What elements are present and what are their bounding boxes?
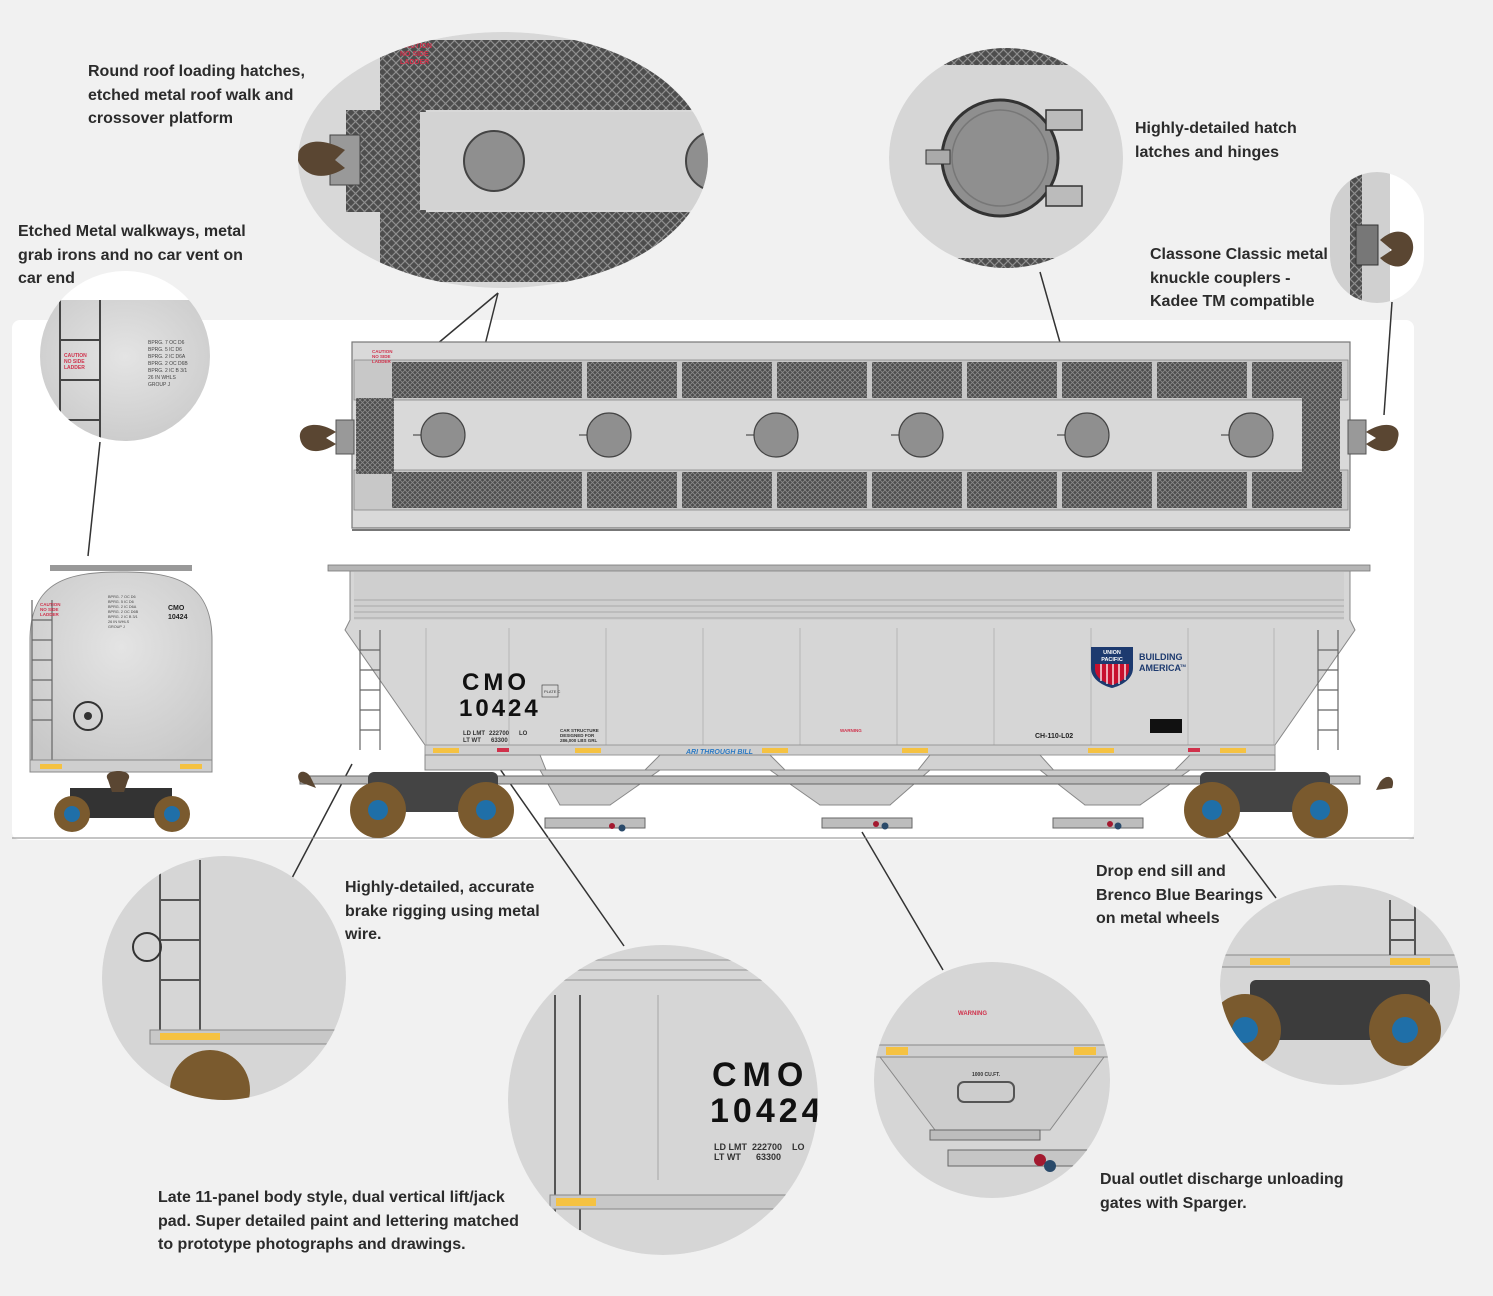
ld-lmt-value: 222700: [489, 731, 510, 737]
roof-coupler-b: [1366, 424, 1399, 452]
svg-text:BPRG. 2 IC D6A: BPRG. 2 IC D6A: [148, 354, 186, 360]
callout-body-style: Late 11-panel body style, dual vertical …: [158, 1189, 519, 1253]
svg-text:10424: 10424: [168, 614, 188, 621]
car-number: 10424: [459, 695, 541, 722]
svg-text:LO: LO: [792, 1142, 805, 1152]
svg-text:NO SIDE: NO SIDE: [40, 607, 59, 612]
svg-text:GROUP J: GROUP J: [108, 625, 125, 629]
svg-text:BPRG. 2 OC D6B: BPRG. 2 OC D6B: [148, 361, 188, 367]
svg-text:BPRG. 2 IC B 3/1: BPRG. 2 IC B 3/1: [108, 615, 138, 619]
brake-wheel: [73, 701, 103, 731]
up-logo: UNION PACIFIC BUILDING AMERICA TM: [1091, 647, 1186, 688]
callout-couplers: Classone Classic metal knuckle couplers …: [1150, 246, 1328, 310]
callout-hatch-latches: Highly-detailed hatch latches and hinges: [1135, 120, 1297, 161]
svg-text:10424: 10424: [710, 1092, 825, 1130]
reporting-mark: CMO: [462, 669, 530, 696]
roof-caution-stencil: CAUTION NO SIDE LADDER: [372, 349, 393, 364]
svg-text:CAUTION: CAUTION: [400, 43, 432, 50]
svg-text:286,000 LBS GRL: 286,000 LBS GRL: [560, 738, 598, 743]
svg-text:NO SIDE: NO SIDE: [64, 359, 85, 365]
svg-text:LT WT: LT WT: [714, 1152, 741, 1162]
crossover-platform-b: [1302, 398, 1340, 474]
inset-roof-hatches: CAUTION NO SIDE LADDER: [298, 32, 708, 288]
svg-text:26 IN WHLS: 26 IN WHLS: [148, 375, 176, 381]
svg-text:BPRG. 7 OC D6: BPRG. 7 OC D6: [148, 340, 185, 346]
leader-walkway: [87, 441, 101, 557]
svg-text:BUILDING: BUILDING: [1139, 652, 1183, 662]
inset-couplers: [1330, 172, 1424, 303]
svg-text:BPRG. 7 OC D6: BPRG. 7 OC D6: [108, 595, 136, 599]
svg-text:BPRG. 5 IC D6: BPRG. 5 IC D6: [148, 347, 182, 353]
roof-view: CAUTION NO SIDE LADDER: [299, 341, 1399, 531]
svg-text:PACIFIC: PACIFIC: [1101, 657, 1123, 663]
svg-text:63300: 63300: [756, 1152, 781, 1162]
plate-label: PLATE C: [544, 689, 560, 694]
end-view: CAUTION NO SIDE LADDER BPRG. 7 OC D6 BPR…: [29, 565, 213, 832]
yellow-reflective-stripes: [433, 748, 1246, 753]
roof-walk-bottom: [392, 472, 1342, 508]
callout-drop-end-sill: Drop end sill and Brenco Blue Bearings o…: [1096, 863, 1264, 927]
svg-text:GROUP J: GROUP J: [148, 382, 171, 388]
svg-text:TM: TM: [1180, 663, 1186, 668]
side-ladders: [359, 630, 1339, 750]
svg-text:LADDER: LADDER: [64, 365, 85, 371]
svg-text:BPRG. 2 IC D6A: BPRG. 2 IC D6A: [108, 605, 137, 609]
svg-text:LADDER: LADDER: [400, 59, 429, 66]
crossover-platform-a: [356, 398, 394, 474]
svg-text:LADDER: LADDER: [372, 359, 391, 364]
svg-text:BPRG. 2 OC D6B: BPRG. 2 OC D6B: [108, 610, 139, 614]
warning-label: WARNING: [840, 728, 862, 733]
ld-lmt-label: LD LMT: [463, 731, 485, 737]
svg-text:WARNING: WARNING: [958, 1011, 987, 1017]
trucks: [350, 772, 1348, 838]
svg-text:CAUTION: CAUTION: [372, 349, 393, 354]
svg-text:1000 CU.FT.: 1000 CU.FT.: [972, 1072, 1001, 1078]
roof-hatches: [420, 412, 1274, 458]
svg-text:CAR STRUCTURE: CAR STRUCTURE: [560, 728, 599, 733]
svg-text:26 IN WHLS: 26 IN WHLS: [108, 620, 130, 624]
inset-outlet-gates: WARNING 1000 CU.FT.: [874, 962, 1110, 1198]
inset-hatch-latches: [889, 48, 1123, 268]
lt-wt-label: LT WT: [463, 738, 481, 744]
svg-text:NO SIDE: NO SIDE: [372, 354, 391, 359]
svg-text:NO SIDE: NO SIDE: [400, 51, 429, 58]
svg-text:LADDER: LADDER: [40, 612, 59, 617]
inset-drop-end-sill: [1220, 885, 1460, 1085]
svg-text:DESIGNED FOR: DESIGNED FOR: [560, 733, 595, 738]
inset-body-style: CMO 10424 LD LMT 222700 LO LT WT 63300: [508, 945, 825, 1255]
ari-stripe: ARI THROUGH BILL: [685, 749, 753, 756]
roof-walk-top: [392, 362, 1342, 398]
leader-coupler: [1383, 301, 1393, 416]
svg-text:LD LMT: LD LMT: [714, 1142, 747, 1152]
svg-text:BPRG. 5 IC D6: BPRG. 5 IC D6: [108, 600, 134, 604]
svg-text:CMO: CMO: [712, 1056, 809, 1094]
lt-wt-value: 63300: [491, 738, 508, 744]
svg-text:CMO: CMO: [168, 605, 185, 612]
side-view: ARI THROUGH BILL: [12, 564, 1414, 839]
svg-text:UNION: UNION: [1103, 650, 1121, 656]
roof-coupler-a: [299, 424, 336, 452]
side-panel-seams: [425, 628, 1275, 745]
callout-outlet-gates: Dual outlet discharge unloading gates wi…: [1100, 1171, 1344, 1212]
callout-brake-rigging: Highly-detailed, accurate brake rigging …: [345, 879, 540, 943]
leader-gate: [861, 831, 944, 971]
svg-text:222700: 222700: [752, 1142, 782, 1152]
inset-end-walkway: CAUTION NO SIDE LADDER BPRG. 7 OC D6 BPR…: [40, 271, 210, 441]
model-code: CH-110-L02: [1035, 733, 1073, 740]
callout-walkways: Etched Metal walkways, metal grab irons …: [18, 223, 246, 287]
svg-text:AMERICA: AMERICA: [1139, 663, 1181, 673]
lo-label: LO: [519, 731, 528, 737]
svg-text:CAUTION: CAUTION: [40, 602, 61, 607]
svg-text:BPRG. 2 IC B 3/1: BPRG. 2 IC B 3/1: [148, 368, 187, 374]
svg-text:CAUTION: CAUTION: [64, 353, 87, 359]
callout-roof-hatches: Round roof loading hatches, etched metal…: [88, 63, 305, 127]
inset-brake-rigging: [102, 856, 346, 1100]
outlet-gates: [544, 817, 1144, 829]
